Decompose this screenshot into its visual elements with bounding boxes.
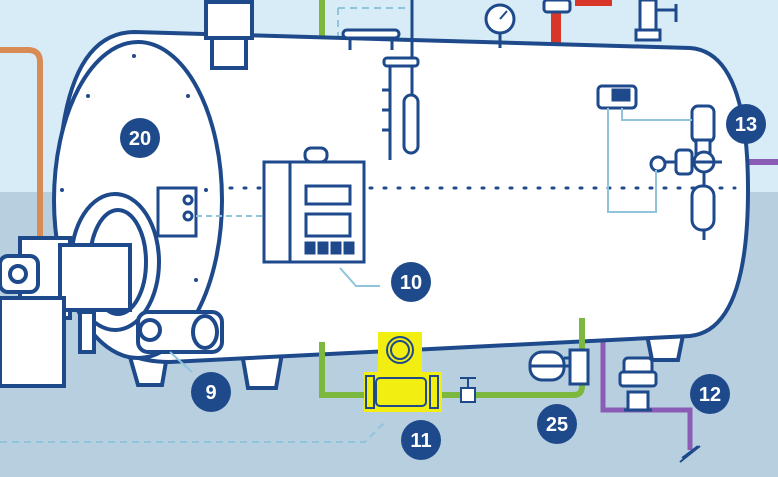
leader-line-10 (339, 267, 380, 287)
blowdown-valve-icon (618, 356, 658, 412)
safety-valve-icon (542, 0, 678, 42)
callout-12: 12 (690, 374, 730, 414)
orange-pipe (0, 47, 43, 250)
callout-13-label: 13 (735, 114, 757, 136)
callout-9: 9 (191, 372, 231, 412)
water-level-controller-icon (596, 84, 722, 240)
drain-symbol (679, 445, 701, 463)
callout-20-label: 20 (129, 128, 151, 150)
callout-9-label: 9 (205, 382, 216, 404)
callout-11: 11 (401, 420, 441, 460)
check-valve-icon (528, 348, 590, 386)
green-feedwater-pipe (319, 342, 380, 398)
green-feedwater-pipe (440, 318, 585, 398)
pressure-gauge-icon (484, 3, 516, 48)
callout-25-label: 25 (546, 414, 568, 436)
controller-wire (607, 108, 657, 213)
callout-13: 13 (726, 104, 766, 144)
dashed-signal-line-floor (0, 421, 386, 443)
flue-stack-base (210, 36, 248, 70)
controller-wire (621, 108, 692, 121)
leader-line-9 (169, 351, 193, 373)
callout-20: 20 (120, 118, 160, 158)
callout-25: 25 (537, 404, 577, 444)
flow-meter-icon (364, 332, 442, 412)
flue-stack (204, 0, 254, 40)
callout-11-label: 11 (410, 430, 431, 452)
valve-icon (341, 28, 401, 50)
control-panel-icon (262, 146, 366, 264)
callout-10-label: 10 (400, 272, 422, 294)
callout-10: 10 (391, 262, 431, 302)
callout-12-label: 12 (699, 384, 721, 406)
valve-icon (460, 377, 476, 403)
sight-glass-icon (382, 0, 420, 160)
junction-box (156, 186, 198, 238)
burner-icon (0, 192, 224, 388)
